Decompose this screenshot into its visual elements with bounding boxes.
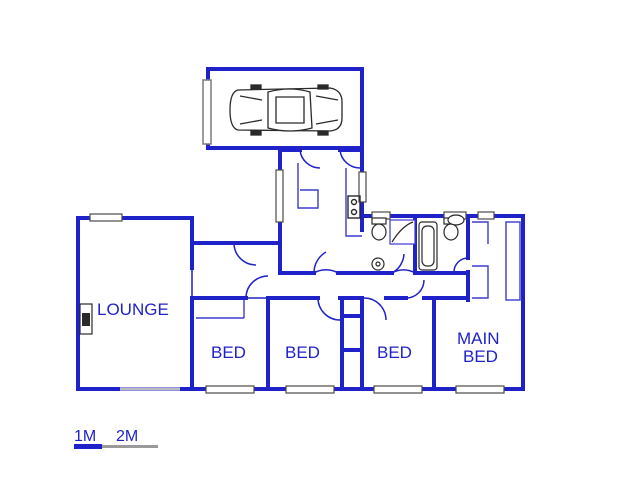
room-label-main-bed-line1: MAIN — [457, 329, 500, 348]
garage — [202, 67, 364, 150]
closets — [196, 221, 521, 319]
room-label-bed-1: BED — [211, 343, 246, 362]
kitchen-fittings — [297, 163, 362, 237]
bathtub-icon — [418, 221, 438, 271]
shower-icon — [389, 219, 416, 245]
toilet-icon — [371, 217, 387, 241]
basin-icon — [371, 257, 385, 271]
room-label-main-bed-line2: BED — [463, 347, 498, 366]
room-label-bed-3: BED — [377, 343, 412, 362]
basin-icon-2 — [447, 214, 465, 226]
doors — [191, 149, 469, 321]
scale-bar: 1M 2M — [74, 428, 158, 449]
bathroom-fixtures — [371, 214, 465, 271]
room-label-bed-2: BED — [285, 343, 320, 362]
room-label-lounge: LOUNGE — [97, 300, 169, 319]
car-icon — [229, 84, 343, 136]
fireplace-icon — [79, 303, 93, 335]
garage-window — [202, 79, 212, 145]
scale-label-2m: 2M — [116, 428, 138, 445]
stove-icon — [347, 195, 361, 219]
scale-label-1m: 1M — [74, 428, 96, 445]
